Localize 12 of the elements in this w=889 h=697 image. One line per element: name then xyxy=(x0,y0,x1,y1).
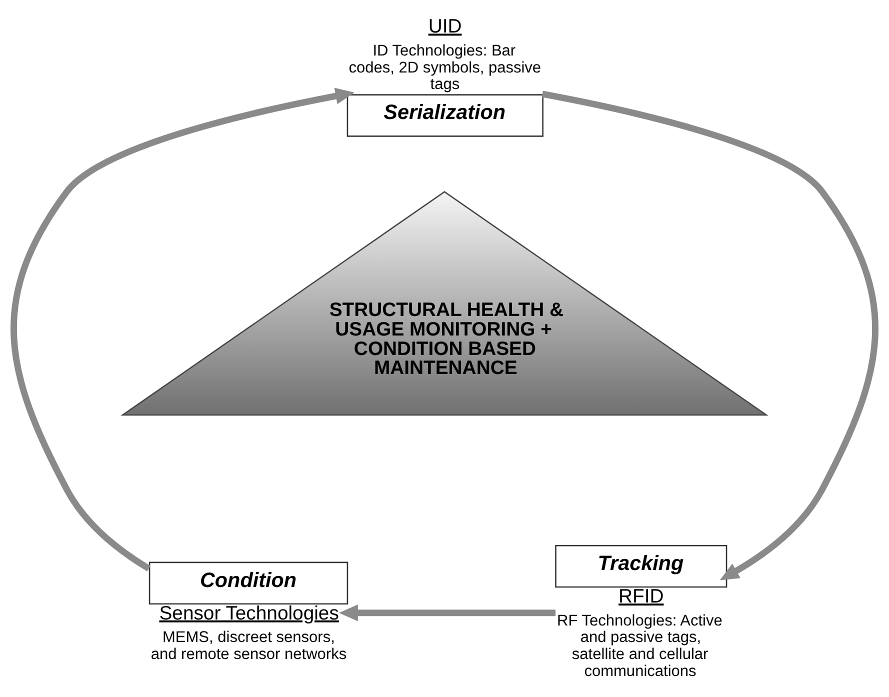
arrow xyxy=(10,87,355,571)
node-label: RF Technologies: Active and passive tags, satellite and cellular communications xyxy=(557,612,722,680)
arrow xyxy=(338,604,556,621)
node-label: ID Technologies: Bar codes, 2D symbols, passive tags xyxy=(348,42,542,93)
node-label: Sensor Technologies xyxy=(159,602,339,624)
arrow xyxy=(542,90,878,580)
node-box: Condition xyxy=(148,561,348,604)
node-box: Serialization xyxy=(346,94,544,136)
node-label: RFID xyxy=(618,585,664,608)
node-label: UID xyxy=(428,15,462,38)
node-box: Tracking xyxy=(555,544,728,588)
node-label: MEMS, discreet sensors, and remote sensor networks xyxy=(150,628,347,662)
